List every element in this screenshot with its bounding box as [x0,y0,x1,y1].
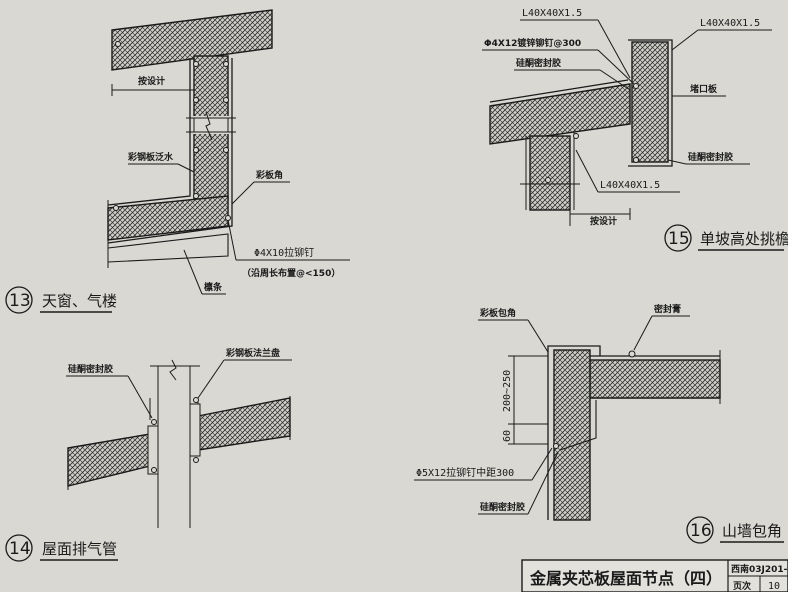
wall-panel-15 [529,135,571,211]
label-flashing: 彩钢板泛水 [127,151,174,163]
detail-14-roof-vent: 硅酮密封胶 彩钢板法兰盘 14 屋面排气管 [5,347,292,562]
detail-number-15: 15 [668,229,690,249]
label-rivet-16: Φ5X12拉铆钉中距300 [416,466,514,479]
label-angle-top-15: L40X40X1.5 [522,8,582,19]
title-block-title: 金属夹芯板屋面节点（四） [529,569,722,588]
title-block-page-label: 页次 [733,580,751,592]
title-block-atlas: 西南03J201- [731,563,788,575]
label-rivet-note-13: （沿周长布置@<150） [242,267,340,279]
wall-panel-16 [553,349,591,521]
label-rivet-13: Φ4X10拉铆钉 [254,246,314,259]
title-block-page: 10 [768,581,780,592]
label-sealant-right-15: 硅酮密封胶 [688,151,733,163]
detail-number-16: 16 [690,521,712,541]
title-block: 金属夹芯板屋面节点（四） 西南03J201- 页次 10 [521,559,788,592]
label-design-13: 按设计 [138,75,165,87]
roof-panel-16 [589,359,721,399]
label-corner-13: 彩板角 [255,169,283,181]
detail-title-14: 屋面排气管 [42,540,117,558]
label-fascia-15: 堵口板 [690,83,718,95]
label-purlin: 檩条 [204,281,223,293]
label-sealant-14: 硅酮密封胶 [68,363,113,375]
detail-number-13: 13 [9,291,31,311]
detail-title-15: 单坡高处挑檐 [700,230,788,248]
fascia-panel-15 [631,41,669,163]
detail-title-13: 天窗、气楼 [42,292,117,310]
roof-panel-right-14 [197,397,291,451]
roof-panel-upper [111,9,273,71]
label-flange-14: 彩钢板法兰盘 [225,347,280,359]
dim-upper-16: 200~250 [502,370,513,412]
label-sealant-top-15: 硅酮密封胶 [516,57,561,69]
label-rivet-15: Φ4X12镀锌铆钉@300 [484,37,581,49]
label-angle-right-15: L40X40X1.5 [700,18,760,29]
detail-15-single-slope-eave: 按设计 L40X40X1.5 L40X40X1.5 Φ4X12镀锌铆钉@300 … [482,8,788,252]
dim-lower-16: 60 [502,430,513,442]
roof-panel-15 [489,83,631,145]
label-corner-16: 彩板包角 [479,307,516,319]
label-design-15: 按设计 [590,215,617,227]
label-sealant-16: 硅酮密封胶 [480,501,525,513]
roof-panel-left-14 [67,433,151,487]
detail-number-14: 14 [9,539,31,559]
detail-title-16: 山墙包角 [722,522,782,540]
detail-13-skylight: 按设计 彩钢板泛水 彩板角 Φ4X10拉铆钉 （沿周长布置@<150） 檩条 1… [5,9,350,314]
label-sealant-cream-16: 密封膏 [653,303,681,315]
label-angle-bottom-15: L40X40X1.5 [600,180,660,191]
detail-16-gable-corner: 200~250 60 彩板包角 密封膏 Φ5X12拉铆钉中距300 硅酮密封胶 … [414,303,784,544]
